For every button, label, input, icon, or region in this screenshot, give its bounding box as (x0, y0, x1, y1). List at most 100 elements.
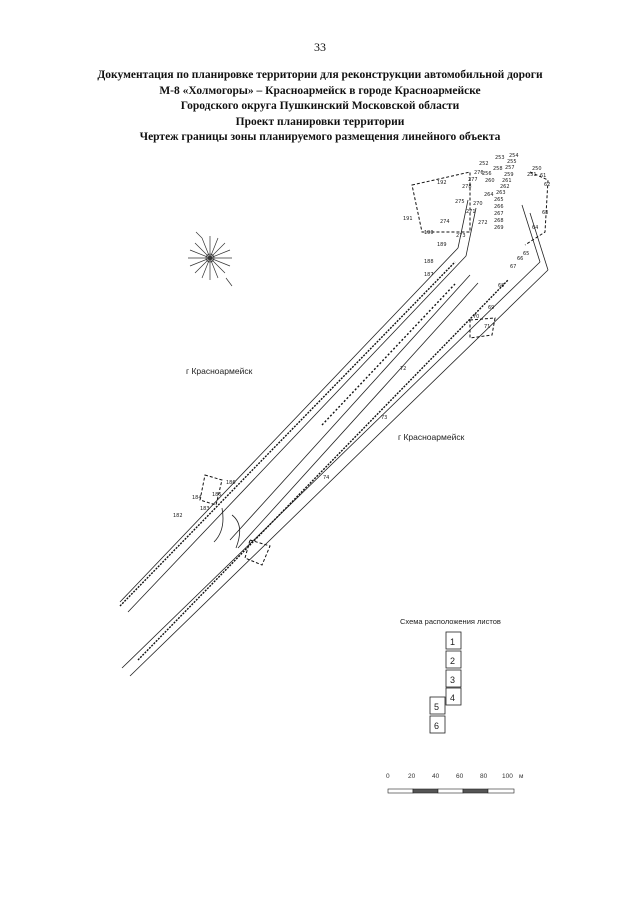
pt-257: 257 (505, 165, 515, 171)
pt-62: 62 (544, 182, 550, 188)
compass-rose-icon (188, 231, 233, 287)
zone-left-junction (199, 474, 223, 506)
road-lines (119, 199, 549, 677)
road-edge-3 (121, 261, 541, 669)
pt-185: 185 (212, 492, 222, 498)
pt-251: 251 (527, 172, 537, 178)
sheet-scheme: Схема расположения листов 1 2 3 4 5 6 (400, 617, 501, 734)
compass-arrow (195, 231, 233, 287)
hatch-line-lower (137, 279, 509, 661)
pt-190: 190 (424, 230, 434, 236)
scale-seg-2 (412, 788, 439, 794)
pt-189: 189 (437, 242, 447, 248)
boundary-hatch (119, 261, 509, 661)
pt-258: 258 (493, 166, 503, 172)
pt-276: 276 (474, 170, 484, 176)
city-label-left: г Красноармейск (186, 366, 253, 376)
pt-183: 183 (200, 506, 210, 512)
pt-254: 254 (509, 153, 519, 159)
scale-tick-60: 60 (456, 773, 464, 780)
pt-63: 63 (542, 210, 548, 216)
pt-266: 266 (494, 204, 504, 210)
pt-263: 263 (496, 190, 506, 196)
pt-278: 278 (462, 184, 472, 190)
pt-256: 256 (482, 171, 492, 177)
road-side-street (457, 199, 477, 257)
sheet-3: 3 (450, 675, 455, 685)
scale-seg-4 (462, 788, 489, 794)
sheet-5-box (429, 696, 446, 715)
pt-66: 66 (517, 256, 523, 262)
sheet-4: 4 (450, 693, 455, 703)
zone-mid-right (469, 317, 496, 339)
hatch-line-inner (321, 283, 456, 426)
page-number: 33 (314, 40, 326, 54)
sheet-1-box (445, 631, 462, 650)
scale-unit: м (519, 773, 524, 780)
point-labels: 192 191 190 189 188 187 186 185 184 183 … (173, 153, 550, 519)
road-median-1 (229, 274, 471, 541)
compass-rays (188, 236, 232, 280)
pt-270: 270 (473, 201, 483, 207)
pt-67: 67 (510, 264, 516, 270)
zone-boundary-dashed (199, 171, 549, 566)
pt-188: 188 (424, 259, 434, 265)
scale-seg-1 (387, 788, 414, 794)
pt-186: 186 (226, 480, 236, 486)
pt-267: 267 (494, 211, 504, 217)
pt-72: 72 (400, 366, 406, 372)
sheet-2: 2 (450, 656, 455, 666)
title-line-2: М-8 «Холмогоры» – Красноармейск в городе… (159, 84, 481, 97)
zone-lower-junction (244, 539, 271, 566)
junction-curve (213, 507, 241, 549)
hatch-line-upper (119, 261, 456, 607)
pt-64: 64 (532, 225, 538, 231)
city-label-right: г Красноармейск (398, 432, 465, 442)
sheet-4-box (445, 687, 462, 706)
road-side-street-right (521, 204, 549, 271)
scale-tick-0: 0 (386, 773, 390, 780)
pt-268: 268 (494, 218, 504, 224)
road-median-2 (237, 282, 479, 549)
pt-261: 261 (502, 178, 512, 184)
scale-bar: 0 20 40 60 80 100 м (386, 773, 524, 794)
pt-271: 271 (466, 209, 476, 215)
pt-74: 74 (323, 475, 329, 481)
pt-255: 255 (507, 159, 517, 165)
pt-192: 192 (437, 180, 447, 186)
pt-187: 187 (424, 272, 434, 278)
scheme-title: Схема расположения листов (400, 617, 501, 626)
pt-182: 182 (173, 513, 183, 519)
sheet-2-box (445, 650, 462, 669)
pt-70: 70 (473, 314, 479, 320)
pt-272: 272 (478, 220, 488, 226)
pt-191: 191 (403, 216, 413, 222)
road-edge-4 (129, 269, 549, 677)
sheet-6: 6 (434, 721, 439, 731)
scale-seg-5 (487, 788, 515, 794)
pt-65: 65 (523, 251, 529, 257)
title-line-3: Городского округа Пушкинский Московской … (180, 100, 460, 112)
pt-73: 73 (381, 415, 387, 421)
title-line-4: Проект планировки территории (235, 115, 405, 128)
scale-tick-20: 20 (408, 773, 416, 780)
scale-tick-100: 100 (502, 773, 513, 780)
sheet-1: 1 (450, 637, 455, 647)
sheet-6-box (429, 715, 446, 734)
pt-262: 262 (500, 184, 510, 190)
pt-252: 252 (479, 161, 489, 167)
pt-184: 184 (192, 495, 202, 501)
pt-264: 264 (484, 192, 494, 198)
pt-250: 250 (532, 166, 542, 172)
pt-61: 61 (540, 173, 546, 179)
pt-274: 274 (440, 219, 450, 225)
pt-260: 260 (485, 178, 495, 184)
road-edge-1 (119, 247, 459, 603)
pt-277: 277 (468, 177, 478, 183)
pt-69: 69 (488, 305, 494, 311)
pt-269: 269 (494, 225, 504, 231)
pt-273: 273 (456, 233, 466, 239)
scale-tick-80: 80 (480, 773, 488, 780)
scale-seg-3 (437, 788, 464, 794)
